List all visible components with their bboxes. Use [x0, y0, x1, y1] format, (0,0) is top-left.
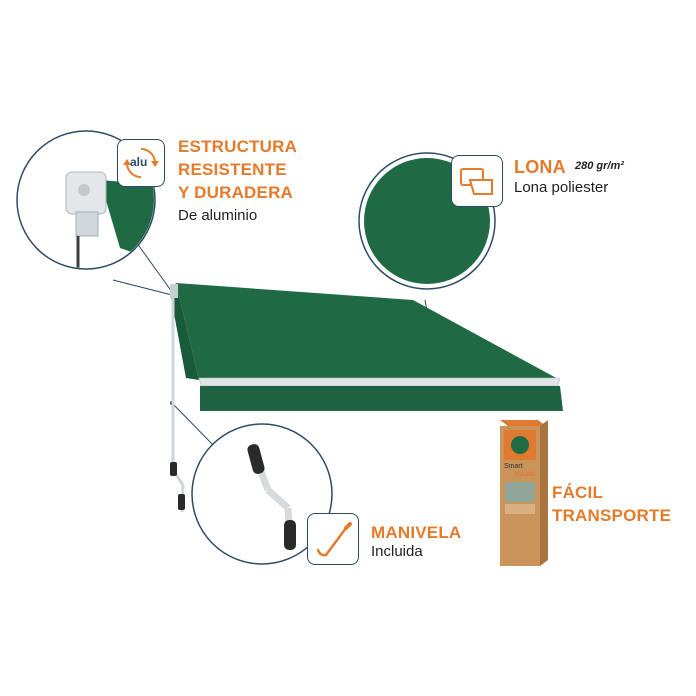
- estructura-subtitle: De aluminio: [178, 207, 258, 224]
- box-brand: Smart: [504, 463, 523, 470]
- manivela-title: MANIVELA: [371, 523, 462, 542]
- estructura-title-line-1: ESTRUCTURA: [178, 137, 298, 156]
- alu-icon-label: alu: [130, 155, 148, 169]
- manivela-subtitle: Incluida: [371, 543, 423, 560]
- awning-front-bar: [198, 377, 561, 387]
- crank-handle-icon: [316, 522, 352, 557]
- wall-bracket: [170, 284, 178, 298]
- crank-detail-circle: [191, 423, 333, 565]
- fabric-swatch-icon: [460, 168, 493, 195]
- estructura-title-line-3: Y DURADERA: [178, 183, 294, 202]
- leader-line-crank: [171, 402, 217, 449]
- transporte-title-line-2: TRANSPORTE: [552, 506, 672, 525]
- awning-side: [170, 283, 199, 380]
- awning-canvas: [176, 283, 560, 380]
- alu-icon-box: alu: [117, 139, 165, 187]
- lona-subtitle: Lona poliester: [514, 179, 609, 196]
- recycle-arrows-icon: [123, 148, 159, 178]
- crank-icon-box: [307, 513, 359, 565]
- packaging-box: [500, 420, 548, 566]
- leader-line-structure: [112, 279, 173, 296]
- box-label: TOLDO: [514, 472, 535, 478]
- crank-pole-grip-bottom: [178, 494, 185, 510]
- transporte-title-line-1: FÁCIL: [552, 483, 604, 502]
- lona-title: LONA: [514, 157, 566, 177]
- fabric-icon-box: [451, 155, 503, 207]
- awning-valance: [200, 386, 563, 411]
- lona-weight: 280 gr/m²: [575, 160, 624, 172]
- crank-pole-grip-top: [170, 462, 177, 476]
- estructura-title-line-2: RESISTENTE: [178, 160, 287, 179]
